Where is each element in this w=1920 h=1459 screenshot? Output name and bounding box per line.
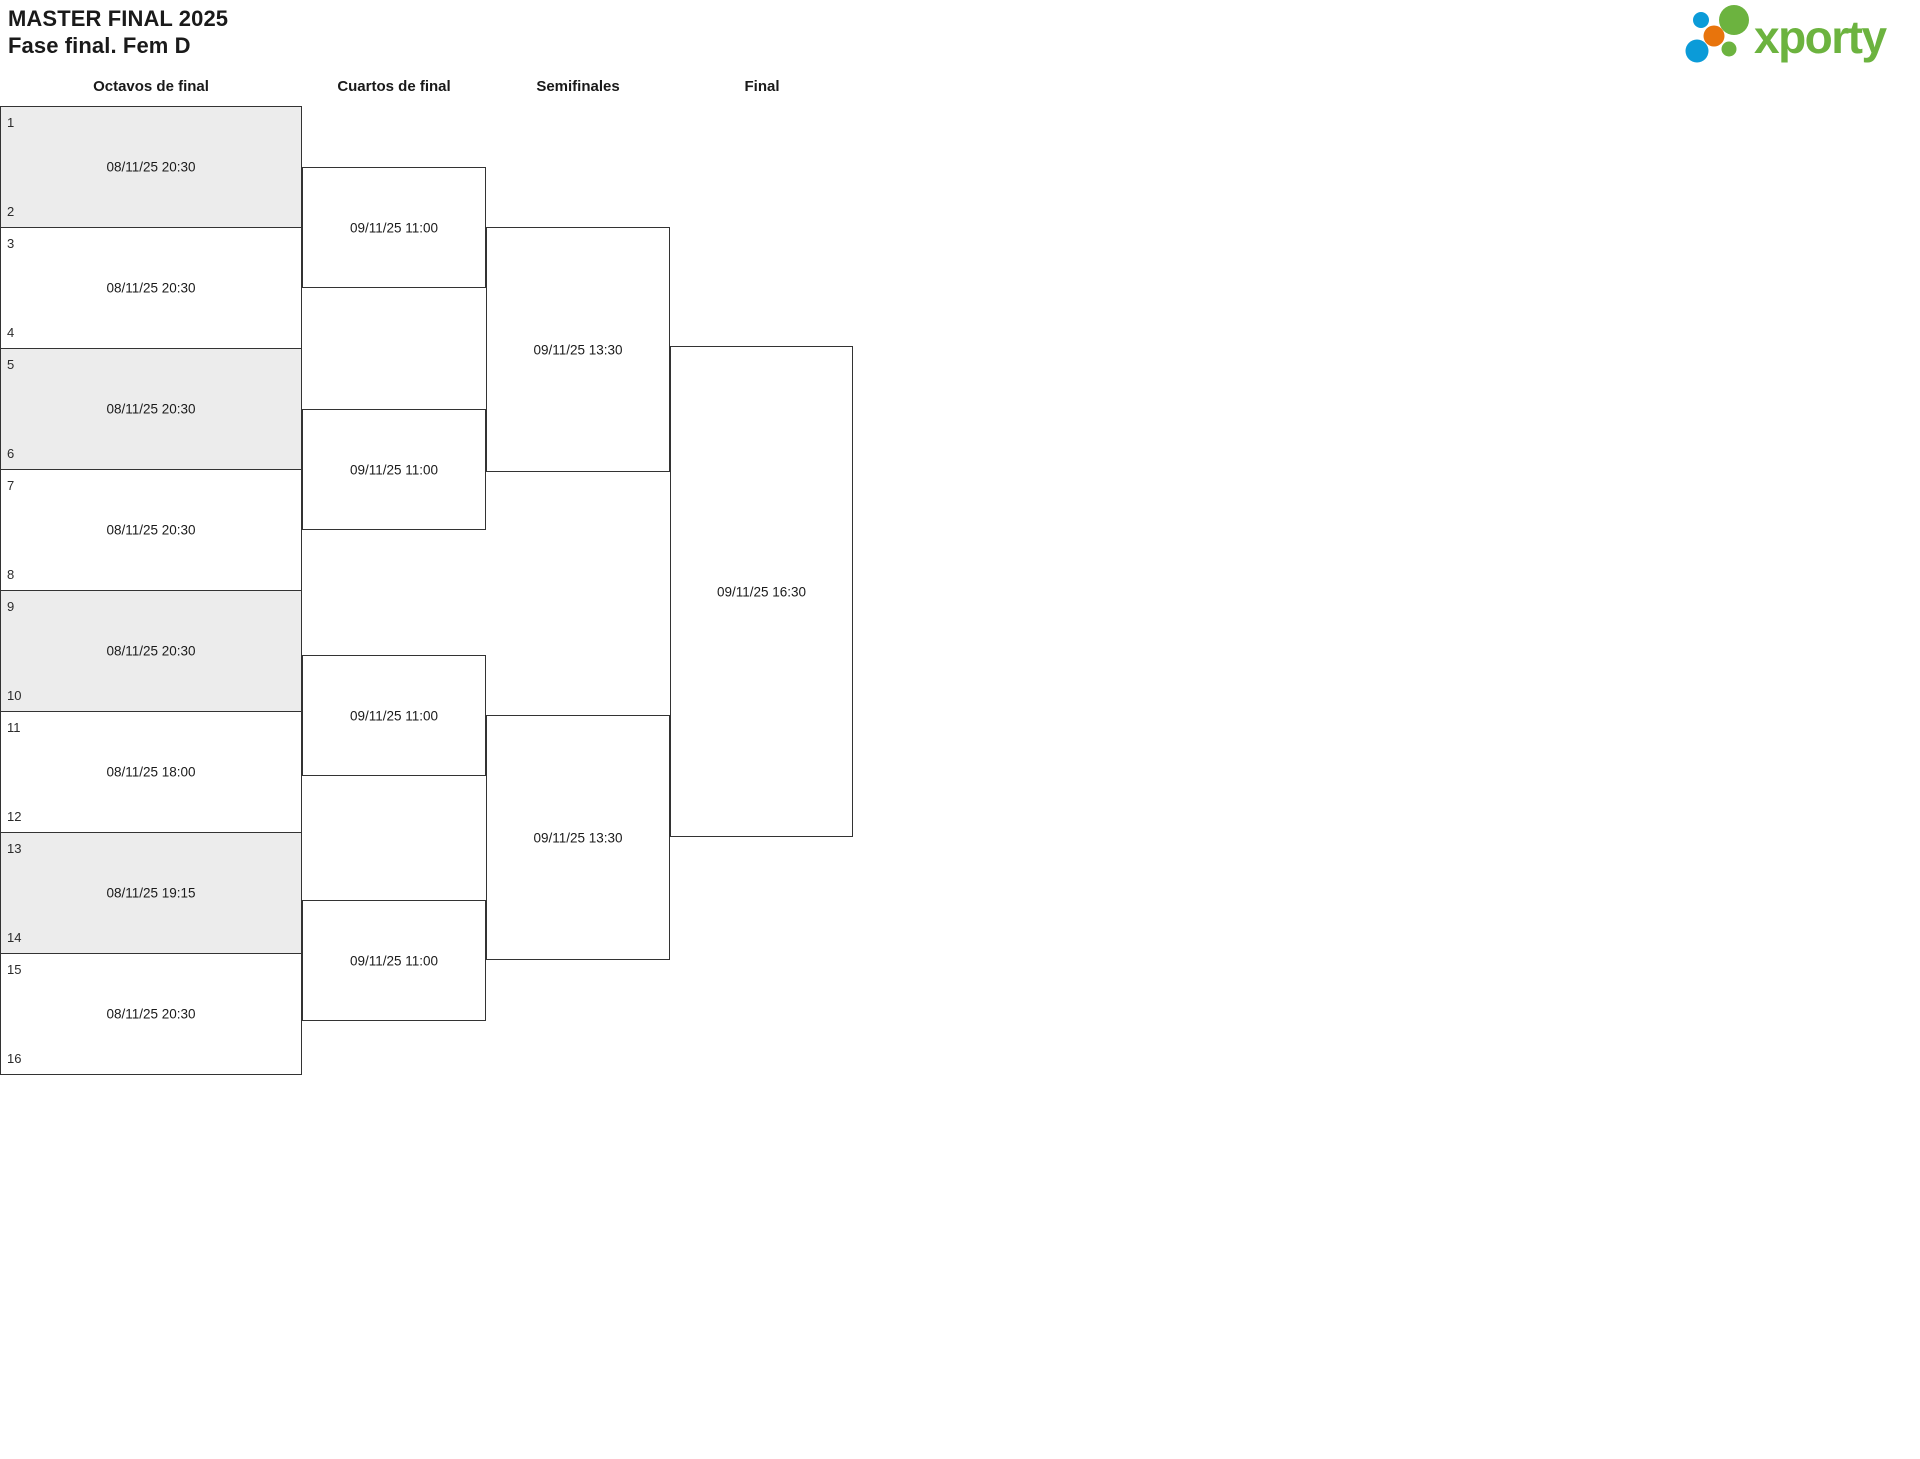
match-datetime: 08/11/25 20:30 bbox=[106, 1006, 196, 1022]
round-header-final: Final bbox=[744, 78, 780, 95]
match-datetime: 08/11/25 20:30 bbox=[106, 522, 196, 538]
seed-number-top: 15 bbox=[7, 962, 22, 977]
page-title: MASTER FINAL 2025 bbox=[8, 6, 229, 31]
match-box-octavos-2[interactable]: 3 08/11/25 20:30 4 bbox=[0, 227, 302, 349]
seed-number-top: 1 bbox=[7, 115, 15, 130]
logo-wordmark: xporty bbox=[1754, 11, 1889, 63]
round-header-octavos: Octavos de final bbox=[93, 78, 209, 95]
match-datetime: 08/11/25 20:30 bbox=[106, 280, 196, 296]
seed-number-bottom: 12 bbox=[7, 809, 22, 824]
match-box-octavos-1[interactable]: 1 08/11/25 20:30 2 bbox=[0, 106, 302, 228]
match-box-cuartos-3[interactable]: 09/11/25 11:00 bbox=[302, 655, 486, 776]
match-box-octavos-8[interactable]: 15 08/11/25 20:30 16 bbox=[0, 953, 302, 1075]
seed-number-bottom: 6 bbox=[7, 446, 15, 461]
logo-dot-blue-small bbox=[1693, 12, 1709, 28]
match-datetime: 08/11/25 20:30 bbox=[106, 159, 196, 175]
seed-number-top: 3 bbox=[7, 236, 15, 251]
match-datetime: 09/11/25 11:00 bbox=[349, 953, 439, 968]
seed-number-bottom: 2 bbox=[7, 204, 15, 219]
seed-number-top: 11 bbox=[7, 720, 21, 735]
seed-number-bottom: 10 bbox=[7, 688, 22, 703]
xporty-logo: xporty bbox=[1672, 3, 1912, 63]
match-box-octavos-3[interactable]: 5 08/11/25 20:30 6 bbox=[0, 348, 302, 470]
seed-number-top: 5 bbox=[7, 357, 15, 372]
match-box-final-1[interactable]: 09/11/25 16:30 bbox=[670, 346, 853, 837]
round-header-semifinales: Semifinales bbox=[536, 78, 620, 95]
match-box-cuartos-1[interactable]: 09/11/25 11:00 bbox=[302, 167, 486, 288]
match-datetime: 08/11/25 20:30 bbox=[106, 401, 196, 417]
seed-number-bottom: 8 bbox=[7, 567, 15, 582]
match-box-octavos-4[interactable]: 7 08/11/25 20:30 8 bbox=[0, 469, 302, 591]
match-datetime: 09/11/25 11:00 bbox=[349, 708, 439, 723]
seed-number-bottom: 16 bbox=[7, 1051, 22, 1066]
match-box-octavos-5[interactable]: 9 08/11/25 20:30 10 bbox=[0, 590, 302, 712]
svg-text:xporty: xporty bbox=[1754, 11, 1888, 63]
seed-number-top: 7 bbox=[7, 478, 15, 493]
match-datetime: 09/11/25 11:00 bbox=[349, 220, 439, 235]
logo-dot-green-small bbox=[1721, 41, 1737, 57]
seed-number-bottom: 14 bbox=[7, 930, 22, 945]
match-datetime: 08/11/25 18:00 bbox=[106, 764, 196, 780]
match-box-cuartos-4[interactable]: 09/11/25 11:00 bbox=[302, 900, 486, 1021]
match-box-octavos-6[interactable]: 11 08/11/25 18:00 12 bbox=[0, 711, 302, 833]
match-box-octavos-7[interactable]: 13 08/11/25 19:15 14 bbox=[0, 832, 302, 954]
match-datetime: 08/11/25 20:30 bbox=[106, 643, 196, 659]
round-header-cuartos: Cuartos de final bbox=[337, 78, 451, 95]
match-datetime: 09/11/25 13:30 bbox=[533, 830, 623, 845]
match-box-cuartos-2[interactable]: 09/11/25 11:00 bbox=[302, 409, 486, 530]
logo-dot-green-large bbox=[1719, 5, 1749, 35]
match-datetime: 09/11/25 13:30 bbox=[533, 342, 623, 357]
seed-number-top: 9 bbox=[7, 599, 15, 614]
match-datetime: 09/11/25 11:00 bbox=[349, 462, 439, 477]
match-datetime: 08/11/25 19:15 bbox=[106, 885, 196, 901]
seed-number-top: 13 bbox=[7, 841, 22, 856]
match-box-semifinales-2[interactable]: 09/11/25 13:30 bbox=[486, 715, 670, 960]
logo-dot-orange bbox=[1703, 25, 1725, 47]
seed-number-bottom: 4 bbox=[7, 325, 15, 340]
logo-dot-blue-large bbox=[1685, 39, 1709, 63]
page-subtitle: Fase final. Fem D bbox=[8, 33, 191, 58]
match-datetime: 09/11/25 16:30 bbox=[716, 584, 807, 599]
match-box-semifinales-1[interactable]: 09/11/25 13:30 bbox=[486, 227, 670, 472]
